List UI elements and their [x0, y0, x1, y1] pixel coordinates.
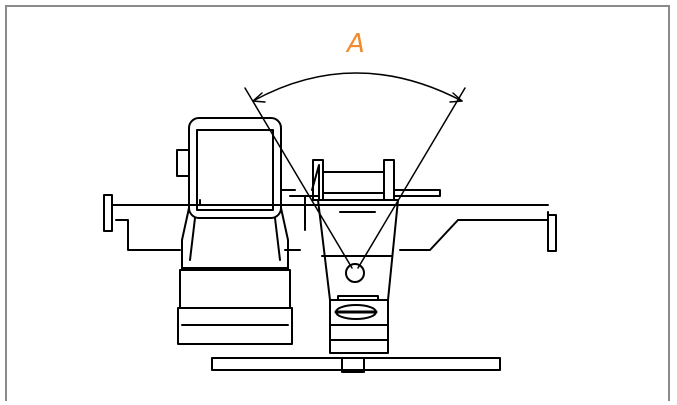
angle-arc	[252, 72, 463, 103]
left-flange	[103, 194, 119, 232]
angle-label: A	[345, 29, 365, 59]
figure-frame	[5, 5, 670, 401]
central-column	[289, 159, 441, 354]
horizontal-beam	[115, 199, 549, 251]
left-housing	[176, 117, 296, 345]
right-flange	[547, 214, 557, 252]
angle-rays	[244, 87, 466, 269]
base-plate	[211, 357, 501, 373]
